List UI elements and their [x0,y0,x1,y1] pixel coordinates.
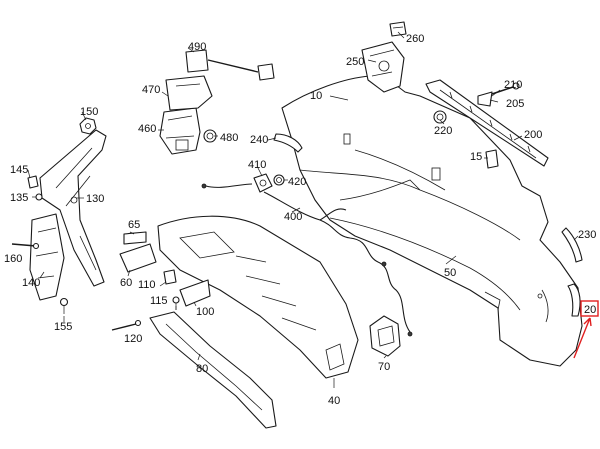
rivet-120-part[interactable] [111,319,142,331]
reflector-part[interactable] [273,133,303,153]
trim-strip-part[interactable] [425,79,549,167]
leader-lines [27,31,579,388]
sensor-part[interactable] [253,173,273,193]
callout-160: 160 [4,253,22,265]
trailer-module-part[interactable] [159,107,201,155]
callout-230: 230 [578,229,596,241]
clip-65-part[interactable] [123,231,147,245]
rivet-155-part[interactable] [59,297,69,315]
callout-155: 155 [54,321,72,333]
clip-part[interactable] [389,21,407,37]
highlight-box [580,300,599,317]
callout-10: 10 [310,90,322,102]
callout-135: 135 [10,192,28,204]
mounting-bracket-part[interactable] [165,75,213,111]
marker-20-part[interactable] [567,283,581,317]
socket-cable-part[interactable] [185,49,275,81]
lower-strip-part[interactable] [149,311,277,429]
callout-420: 420 [288,176,306,188]
wiring-harness-part[interactable] [201,183,413,337]
tow-cover-part[interactable] [369,315,401,357]
screw-part[interactable] [477,82,520,107]
callout-210: 210 [504,79,522,91]
clip-110-part[interactable] [163,269,177,285]
callout-65: 65 [128,219,140,231]
tow-bracket-part[interactable] [361,41,405,93]
nut-150-part[interactable] [79,117,97,135]
side-reflector-part[interactable] [561,227,583,263]
highlight-marker [573,300,599,359]
grommet-part[interactable] [203,129,217,143]
clip-145-part[interactable] [27,175,39,189]
callout-220: 220 [434,125,452,137]
callout-70: 70 [378,361,390,373]
support-bracket-part[interactable] [29,213,65,301]
sensor-holder-part[interactable] [273,174,285,186]
callout-140: 140 [22,277,40,289]
callout-145: 145 [10,164,28,176]
bracket-100-part[interactable] [179,279,211,307]
diffuser-part[interactable] [157,215,359,379]
callout-labels: 10 490 470 460 480 260 250 210 205 220 2… [4,33,596,407]
callout-490: 490 [188,41,206,53]
reflector-60-part[interactable] [119,243,157,273]
callout-470: 470 [142,84,160,96]
callout-120: 120 [124,333,142,345]
callout-400: 400 [284,211,302,223]
callout-20: 20 [584,304,596,316]
screw-160-part[interactable] [11,242,40,250]
callout-115: 115 [150,295,168,307]
highlight-arrow [573,317,592,359]
callout-40: 40 [328,395,340,407]
callout-60: 60 [120,277,132,289]
callout-110: 110 [138,279,156,291]
callout-460: 460 [138,123,156,135]
callout-480: 480 [220,132,238,144]
callout-80: 80 [196,363,208,375]
plug-part[interactable] [433,110,447,124]
callout-100: 100 [196,306,214,318]
callout-130: 130 [86,193,104,205]
callout-260: 260 [406,33,424,45]
screw-135-part[interactable] [35,193,43,201]
callout-250: 250 [346,56,364,68]
callout-205: 205 [506,98,524,110]
bumper-cover-part[interactable] [281,75,583,367]
bracket-part[interactable] [485,149,499,169]
callout-200: 200 [524,129,542,141]
callout-410: 410 [248,159,266,171]
callout-15: 15 [470,151,482,163]
callout-50: 50 [444,267,456,279]
callout-240: 240 [250,134,268,146]
side-guide-part[interactable] [39,129,107,287]
callout-150: 150 [80,106,98,118]
